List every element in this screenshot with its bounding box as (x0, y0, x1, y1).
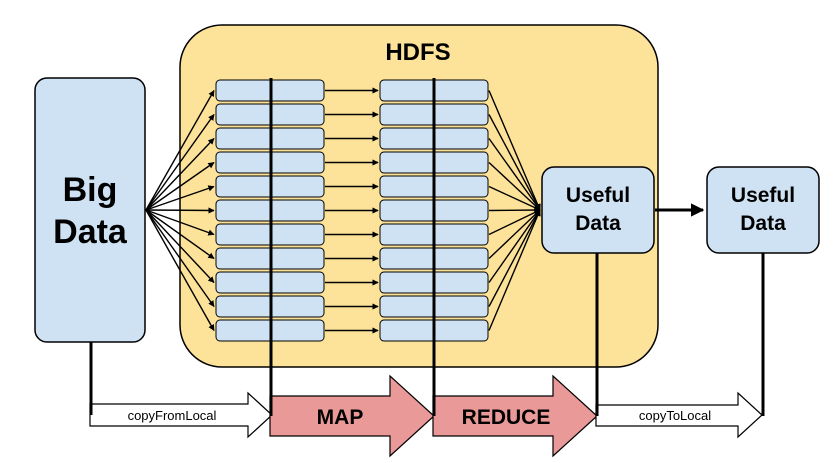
fan-in-arrow (488, 206, 541, 214)
fan-out-arrow (145, 207, 215, 214)
fan-in-arrow (488, 161, 541, 211)
fan-out-arrow (145, 209, 215, 236)
useful-data-outer-box (706, 166, 820, 254)
hdfs-title: HDFS (385, 39, 450, 66)
fan-in-arrow (488, 209, 541, 236)
copy-from-local-label: copyFromLocal (128, 408, 217, 423)
copy-to-local-arrow (595, 391, 763, 439)
map-step-label: MAP (317, 406, 364, 429)
reduce-step-arrow (432, 374, 598, 458)
fan-out-arrow (145, 161, 215, 211)
fan-in-arrows (488, 90, 541, 331)
big-data-label-line2: Data (53, 213, 128, 251)
fan-out-arrow (145, 209, 215, 308)
copy-to-local-label: copyToLocal (639, 408, 711, 423)
map-step-arrow (269, 374, 435, 458)
fan-out-arrow (145, 209, 215, 283)
useful-data-inner-line2: Data (575, 212, 621, 235)
fan-in-arrow (488, 138, 541, 211)
fan-out-arrows (145, 89, 215, 332)
map-to-reduce-arrows (325, 87, 379, 334)
fan-in-arrow (488, 209, 541, 331)
fan-out-arrow (145, 209, 215, 332)
fan-in-arrow (488, 114, 541, 211)
fan-out-arrow (145, 185, 215, 211)
fan-in-arrow (488, 209, 541, 283)
fan-out-arrow (145, 89, 215, 211)
fan-in-arrow (488, 90, 541, 211)
fan-in-arrow (488, 209, 541, 260)
useful-data-inner-line1: Useful (566, 184, 630, 207)
big-data-box (34, 77, 146, 343)
fan-in-arrow (488, 185, 541, 211)
useful-data-inner-box (541, 166, 655, 254)
fan-out-arrow (145, 209, 215, 260)
fan-out-arrow (145, 113, 215, 211)
copy-from-local-arrow (89, 391, 273, 439)
useful-data-outer-line1: Useful (731, 184, 795, 207)
fan-in-arrow (488, 209, 541, 307)
useful-data-outer-line2: Data (740, 212, 786, 235)
big-data-label-line1: Big (63, 171, 118, 209)
reduce-step-label: REDUCE (462, 406, 551, 429)
fan-out-arrow (145, 138, 215, 211)
